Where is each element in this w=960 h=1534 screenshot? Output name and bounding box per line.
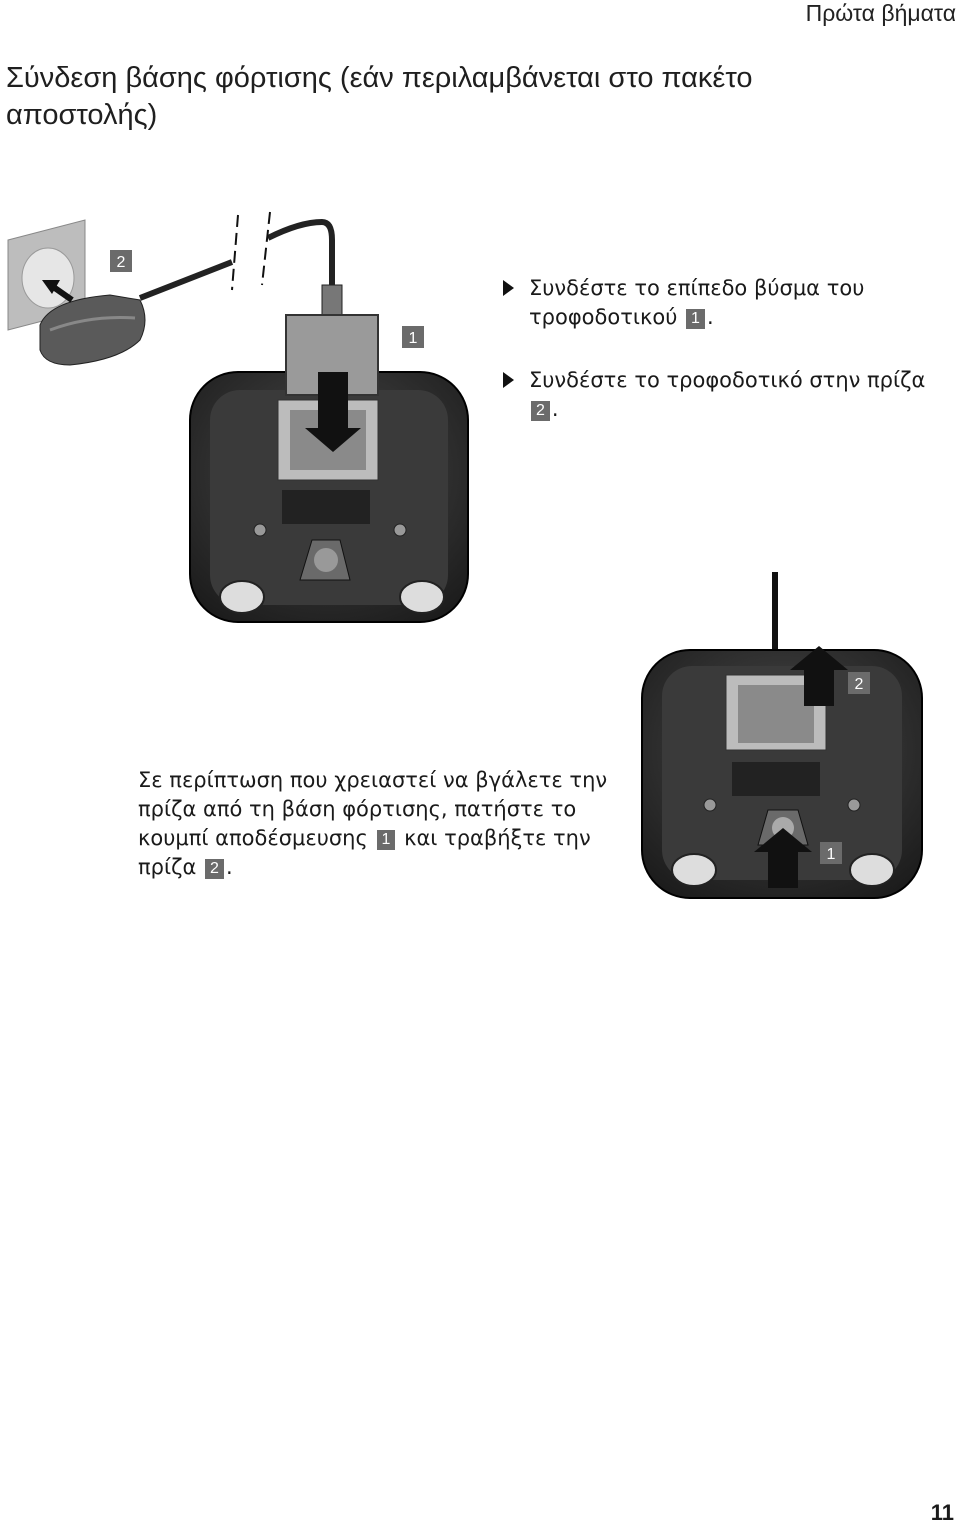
bullet-triangle-icon [503,372,514,388]
step-item: Συνδέστε το τροφοδοτικό στην πρίζα 2. [503,366,933,424]
figure2-callout-2: 2 [855,676,864,693]
note-reference-badge: 1 [376,830,396,850]
figure1-callout-1: 1 [409,330,418,347]
note-reference-badge: 2 [205,859,224,879]
bullet-triangle-icon [503,280,514,296]
page-title: Σύνδεση βάσης φόρτισης (εάν περιλαμβάνετ… [6,62,753,131]
step-item: Συνδέστε το επίπεδο βύσμα του τροφοδοτικ… [503,274,933,332]
figure1-callout-2: 2 [117,254,126,271]
step-reference-badge: 1 [686,309,705,329]
instruction-steps: Συνδέστε το επίπεδο βύσμα του τροφοδοτικ… [503,274,933,458]
charger-connection-illustration: 2 1 [7,211,469,623]
removal-note: Σε περίπτωση που χρειαστεί να βγάλετε τη… [138,768,608,879]
step-text: Συνδέστε το επίπεδο βύσμα του τροφοδοτικ… [529,276,865,329]
step-text: Συνδέστε το τροφοδοτικό στην πρίζα [529,368,926,392]
page-number: 11 [930,1500,954,1525]
power-adapter-icon [39,294,146,366]
figure2-callout-1: 1 [827,846,836,863]
section-header: Πρώτα βήματα [805,0,956,26]
step-reference-badge: 2 [531,401,550,421]
plug-removal-illustration: 2 1 [641,572,923,899]
